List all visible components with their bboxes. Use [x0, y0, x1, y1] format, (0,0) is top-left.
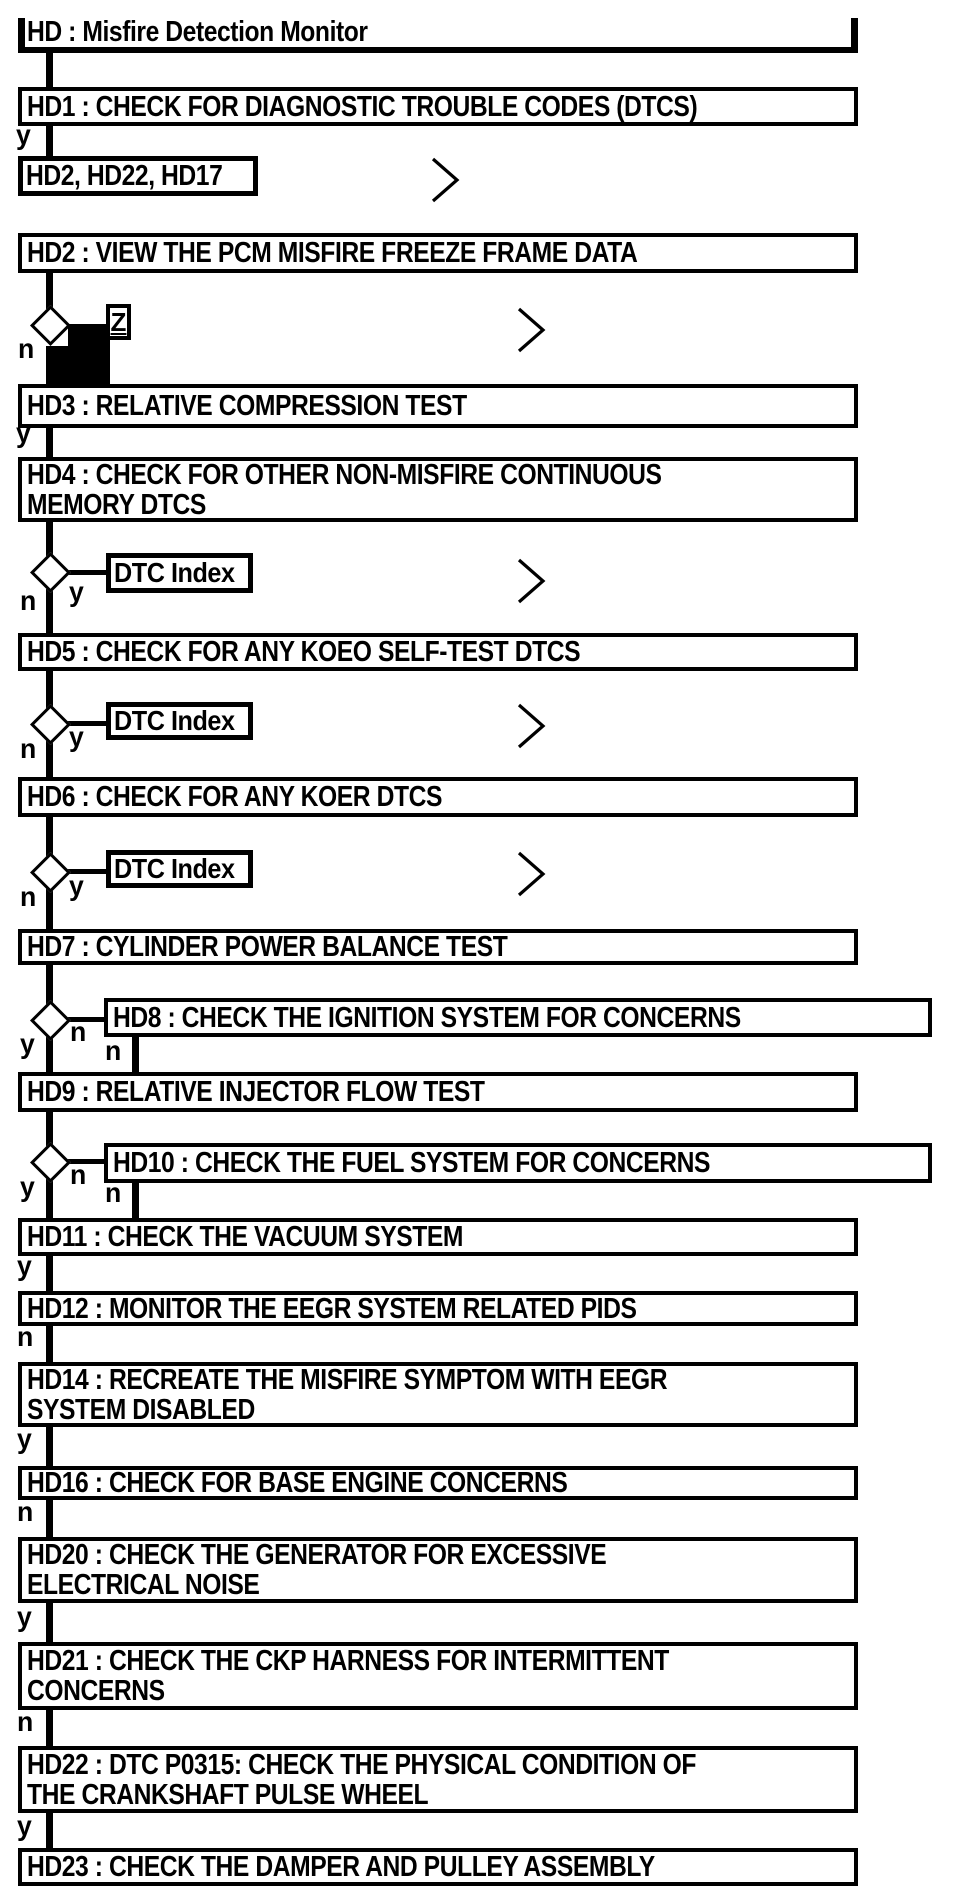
node-hd3: HD3 : RELATIVE COMPRESSION TEST: [18, 384, 858, 428]
connector-line: [46, 53, 53, 89]
expand-chevron-icon[interactable]: [516, 556, 546, 606]
node-dtc-index[interactable]: DTC Index: [106, 553, 253, 593]
connector-line: [46, 589, 53, 635]
connector-line: [46, 1255, 53, 1293]
connector-line: [46, 124, 53, 156]
node-hd23: HD23 : CHECK THE DAMPER AND PULLEY ASSEM…: [18, 1848, 858, 1886]
node-hd20: HD20 : CHECK THE GENERATOR FOR EXCESSIVE…: [18, 1537, 858, 1603]
branch-label-no: n: [17, 1496, 34, 1527]
branch-label-no: n: [70, 1159, 87, 1190]
node-dtc-index[interactable]: DTC Index: [106, 850, 253, 888]
node-hd21: HD21 : CHECK THE CKP HARNESS FOR INTERMI…: [18, 1642, 858, 1710]
node-hd10: HD10 : CHECK THE FUEL SYSTEM FOR CONCERN…: [104, 1143, 932, 1183]
connector-line: [46, 428, 53, 459]
connector-line: [132, 1182, 139, 1220]
connector-line: [46, 1325, 53, 1364]
title-right-tick: [851, 18, 858, 53]
branch-label-yes: y: [69, 870, 84, 901]
node-dtc-index[interactable]: DTC Index: [106, 702, 253, 740]
node-dtc-shortcut: HD2, HD22, HD17: [18, 156, 258, 196]
branch-label-no: n: [20, 881, 37, 912]
branch-label-yes: y: [17, 1601, 32, 1632]
connector-line: [46, 1602, 53, 1644]
expand-chevron-icon[interactable]: [430, 155, 460, 205]
branch-label-yes: y: [20, 1171, 35, 1202]
node-hd16: HD16 : CHECK FOR BASE ENGINE CONCERNS: [18, 1466, 858, 1500]
branch-label-yes: y: [20, 1028, 35, 1059]
node-hd5: HD5 : CHECK FOR ANY KOEO SELF-TEST DTCS: [18, 633, 858, 671]
branch-label-yes: y: [17, 1810, 32, 1841]
title-underline: [18, 47, 858, 53]
node-hd11: HD11 : CHECK THE VACUUM SYSTEM: [18, 1218, 858, 1256]
connector-line: [46, 522, 53, 560]
connector-line: [46, 964, 53, 1008]
page-title: HD : Misfire Detection Monitor: [27, 16, 368, 48]
branch-label-no: n: [17, 1321, 34, 1352]
branch-label-yes: y: [17, 1250, 32, 1281]
connector-line: [66, 869, 106, 874]
branch-label-yes: y: [69, 721, 84, 752]
node-hd12: HD12 : MONITOR THE EEGR SYSTEM RELATED P…: [18, 1291, 858, 1326]
branch-label-no: n: [18, 333, 35, 364]
decision-diamond-hd2: [29, 304, 72, 347]
node-hd8: HD8 : CHECK THE IGNITION SYSTEM FOR CONC…: [104, 998, 932, 1037]
decision-diamond-hd7: [29, 999, 72, 1042]
connector-line: [46, 670, 53, 712]
node-hd1: HD1 : CHECK FOR DIAGNOSTIC TROUBLE CODES…: [18, 87, 858, 126]
connector-line: [66, 570, 106, 575]
branch-label-yes: y: [16, 417, 31, 448]
node-hd7: HD7 : CYLINDER POWER BALANCE TEST: [18, 929, 858, 965]
node-hd6: HD6 : CHECK FOR ANY KOER DTCS: [18, 777, 858, 817]
branch-label-no: n: [20, 733, 37, 764]
connector-line: [66, 721, 106, 726]
branch-label-no: n: [17, 1706, 34, 1737]
branch-label-yes: y: [16, 119, 31, 150]
connector-line: [46, 740, 53, 779]
expand-chevron-icon[interactable]: [516, 305, 546, 355]
branch-label-no: n: [105, 1177, 122, 1208]
branch-label-yes: y: [69, 576, 84, 607]
connector-line: [46, 1178, 53, 1220]
node-hd22: HD22 : DTC P0315: CHECK THE PHYSICAL CON…: [18, 1746, 858, 1813]
node-hd2: HD2 : VIEW THE PCM MISFIRE FREEZE FRAME …: [18, 233, 858, 273]
node-hd4: HD4 : CHECK FOR OTHER NON-MISFIRE CONTIN…: [18, 457, 858, 522]
filled-connector-blob: [46, 346, 110, 384]
node-hd14: HD14 : RECREATE THE MISFIRE SYMPTOM WITH…: [18, 1362, 858, 1427]
connector-line: [46, 1426, 53, 1468]
branch-label-no: n: [20, 585, 37, 616]
branch-label-no: n: [70, 1016, 87, 1047]
branch-label-yes: y: [17, 1423, 32, 1454]
expand-chevron-icon[interactable]: [516, 701, 546, 751]
node-zone-marker: Z: [106, 304, 131, 340]
connector-line: [66, 1017, 104, 1022]
connector-line: [46, 1709, 53, 1748]
connector-line: [46, 888, 53, 932]
expand-chevron-icon[interactable]: [516, 849, 546, 899]
connector-line: [46, 1111, 53, 1150]
decision-diamond-hd9: [29, 1141, 72, 1184]
node-hd9: HD9 : RELATIVE INJECTOR FLOW TEST: [18, 1072, 858, 1112]
connector-line: [46, 1812, 53, 1850]
connector-line: [46, 1036, 53, 1074]
connector-line: [46, 1499, 53, 1539]
connector-line: [66, 1159, 104, 1164]
connector-line: [132, 1036, 139, 1074]
branch-label-no: n: [105, 1035, 122, 1066]
connector-line: [46, 816, 53, 860]
connector-line: [46, 273, 53, 309]
title-left-tick: [18, 18, 25, 53]
